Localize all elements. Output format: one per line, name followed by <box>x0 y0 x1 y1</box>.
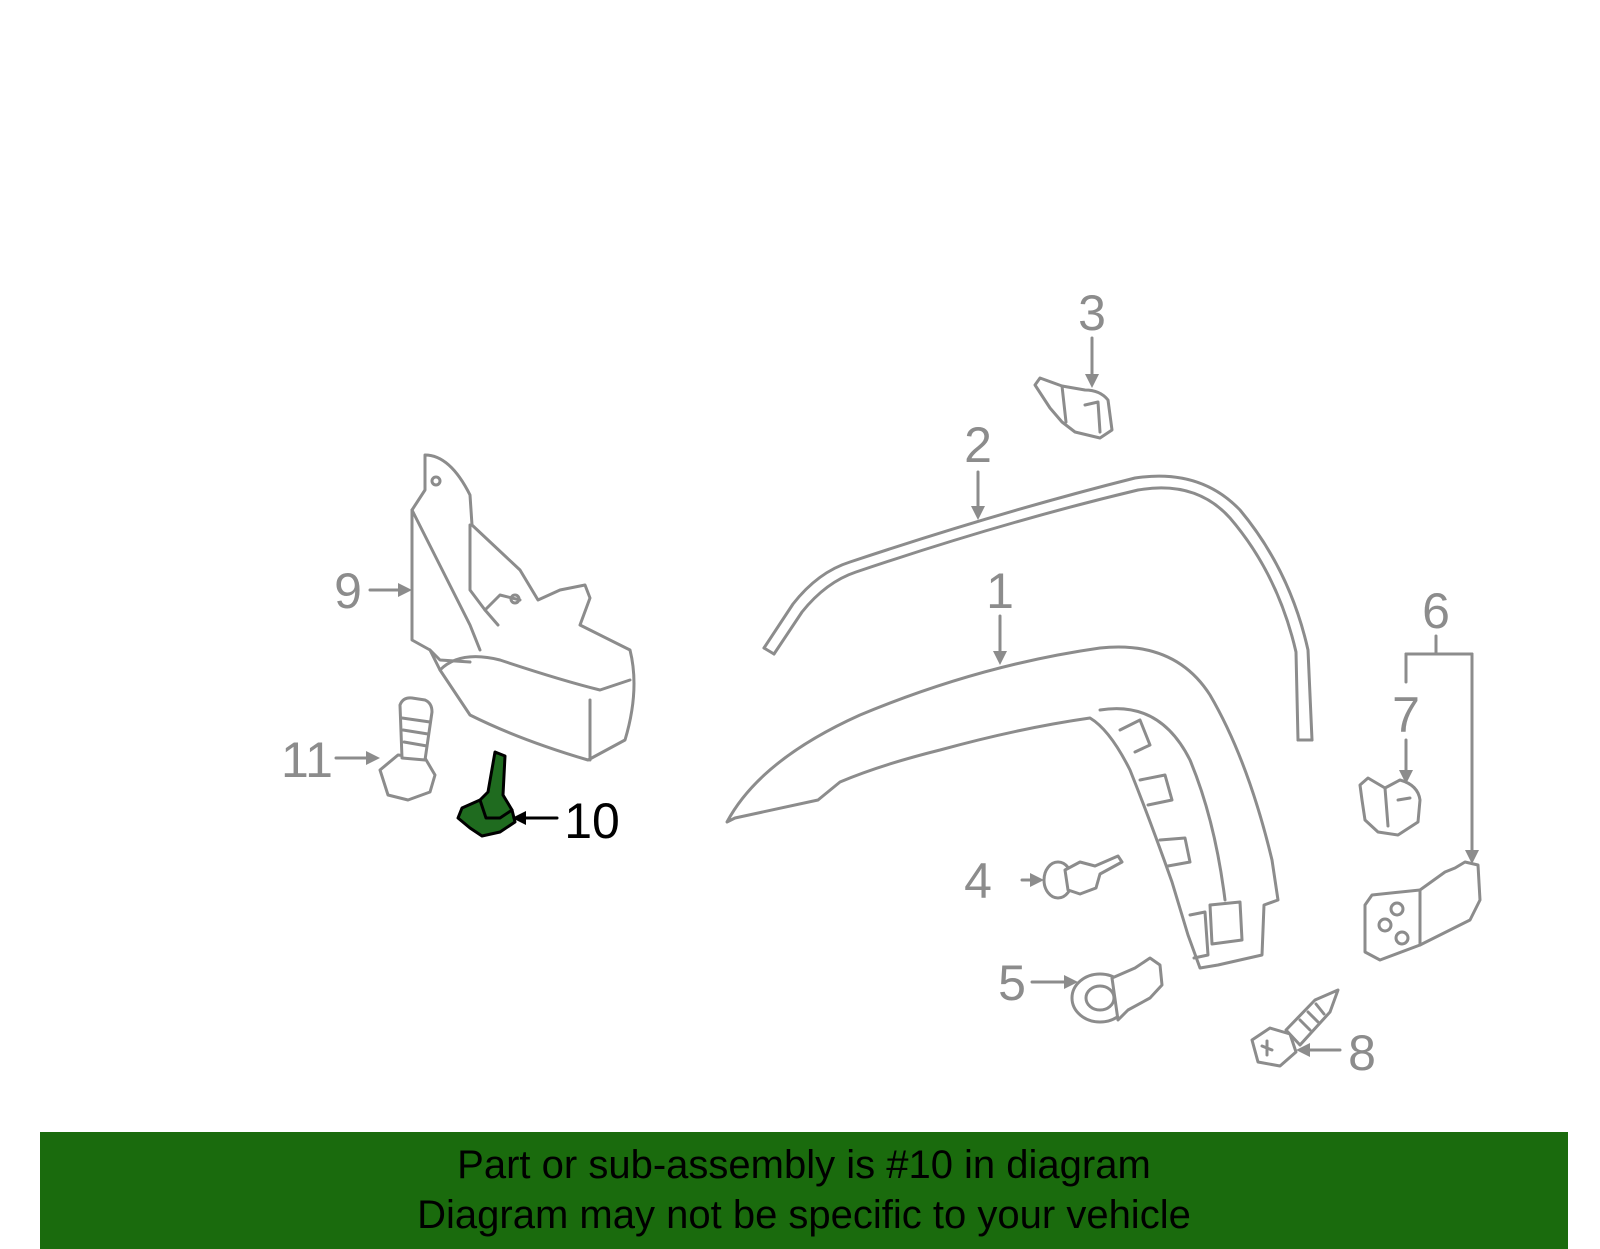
part-1-fender-flare[interactable] <box>725 645 1280 970</box>
callout-3: 3 <box>1078 285 1106 341</box>
callout-2: 2 <box>964 417 992 473</box>
callout-9: 9 <box>334 563 362 619</box>
part-11-bolt[interactable] <box>378 696 437 802</box>
callout-7: 7 <box>1392 687 1420 743</box>
banner-line-disclaimer: Diagram may not be specific to your vehi… <box>417 1193 1191 1237</box>
part-4-push-pin[interactable] <box>1042 854 1124 900</box>
callout-5: 5 <box>998 955 1026 1011</box>
leader-11 <box>334 751 380 765</box>
callout-1: 1 <box>986 563 1014 619</box>
callout-11: 11 <box>281 732 333 788</box>
callout-10: 10 <box>564 793 620 849</box>
leader-10 <box>512 811 559 825</box>
leader-9 <box>368 583 412 597</box>
callout-6: 6 <box>1422 583 1450 639</box>
part-8-screw[interactable] <box>1250 988 1340 1068</box>
leader-3 <box>1085 336 1099 388</box>
info-banner: Part or sub-assembly is #10 in diagram D… <box>40 1132 1568 1249</box>
leader-8 <box>1296 1043 1342 1057</box>
leader-4 <box>1020 873 1044 887</box>
leader-1 <box>993 614 1007 665</box>
part-5-grommet[interactable] <box>1070 956 1164 1024</box>
part-2-wheel-opening-molding[interactable] <box>762 474 1314 742</box>
callout-4: 4 <box>964 853 992 909</box>
part-6-bracket[interactable] <box>1363 860 1482 962</box>
leader-2 <box>971 470 985 520</box>
leader-6-7 <box>1399 634 1479 864</box>
banner-line-part-number: Part or sub-assembly is #10 in diagram <box>457 1143 1151 1187</box>
part-7-clip[interactable] <box>1358 776 1422 837</box>
exploded-parts-diagram: 3 2 1 6 7 9 11 10 4 5 8 <box>281 285 1482 1081</box>
part-10-highlighted-clip[interactable] <box>456 750 517 838</box>
leader-5 <box>1030 975 1078 989</box>
callout-8: 8 <box>1348 1025 1376 1081</box>
part-3-clip[interactable] <box>1033 376 1114 440</box>
part-9-mud-guard[interactable] <box>410 453 636 762</box>
